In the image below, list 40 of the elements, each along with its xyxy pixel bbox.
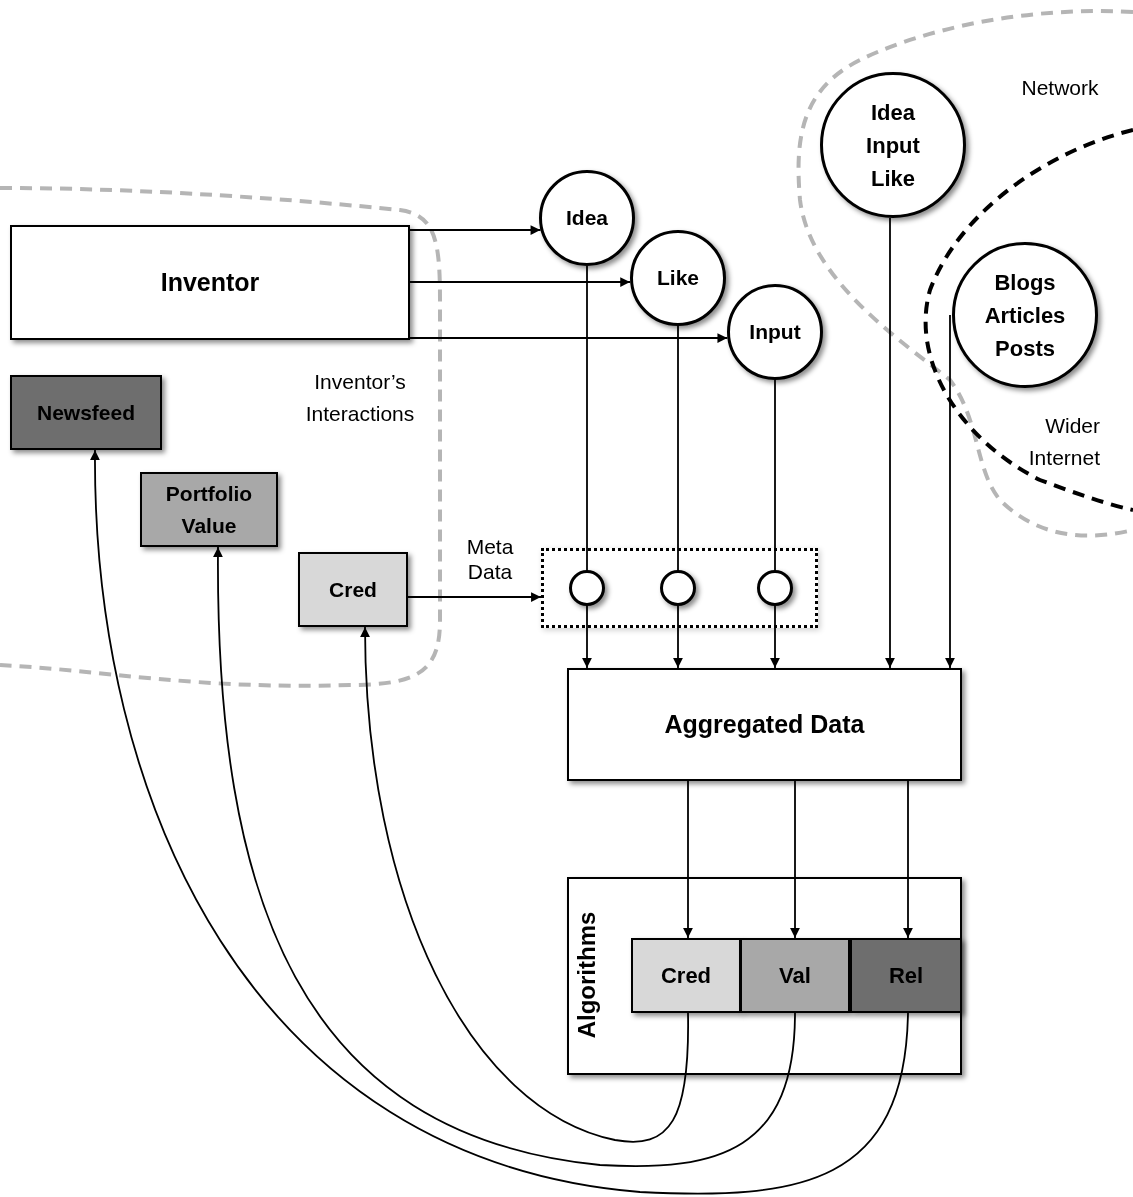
curved-arrow bbox=[360, 626, 689, 1143]
region-label: Wider Internet bbox=[1027, 413, 1100, 471]
panel-title: Algorithms bbox=[575, 910, 599, 1041]
arrow bbox=[409, 277, 632, 287]
process-box: Cred bbox=[298, 552, 408, 627]
circle-node: Idea Input Like bbox=[820, 72, 966, 218]
arrow bbox=[409, 225, 542, 235]
process-box: Inventor bbox=[10, 225, 410, 340]
arrow bbox=[409, 333, 729, 343]
circle-node: Idea bbox=[539, 170, 635, 266]
algorithm-panel bbox=[567, 877, 962, 1075]
arrow bbox=[903, 780, 913, 939]
circle-node bbox=[660, 570, 696, 606]
arrow bbox=[945, 314, 955, 669]
connector-line bbox=[586, 265, 588, 571]
process-box: Portfolio Value bbox=[140, 472, 278, 547]
circle-node bbox=[757, 570, 793, 606]
curved-arrow bbox=[213, 546, 796, 1167]
region-label: Inventor’s Interactions bbox=[304, 369, 416, 427]
arrow bbox=[683, 780, 693, 939]
process-box: Rel bbox=[850, 938, 962, 1013]
circle-node: Blogs Articles Posts bbox=[952, 242, 1098, 388]
process-box: Aggregated Data bbox=[567, 668, 962, 781]
connector-line bbox=[774, 379, 776, 571]
circle-node: Input bbox=[727, 284, 823, 380]
connector-line bbox=[677, 325, 679, 571]
arrow bbox=[770, 605, 780, 669]
arrow bbox=[790, 780, 800, 939]
arrow bbox=[673, 605, 683, 669]
arrow bbox=[407, 592, 542, 602]
circle-node: Like bbox=[630, 230, 726, 326]
curved-arrow bbox=[90, 449, 909, 1195]
arrow bbox=[582, 605, 592, 669]
dotted-box bbox=[541, 548, 818, 628]
process-box: Val bbox=[740, 938, 850, 1013]
process-box: Cred bbox=[631, 938, 741, 1013]
region-label: Network bbox=[1020, 75, 1100, 101]
arrow bbox=[885, 217, 895, 669]
process-box: Newsfeed bbox=[10, 375, 162, 450]
circle-node bbox=[569, 570, 605, 606]
